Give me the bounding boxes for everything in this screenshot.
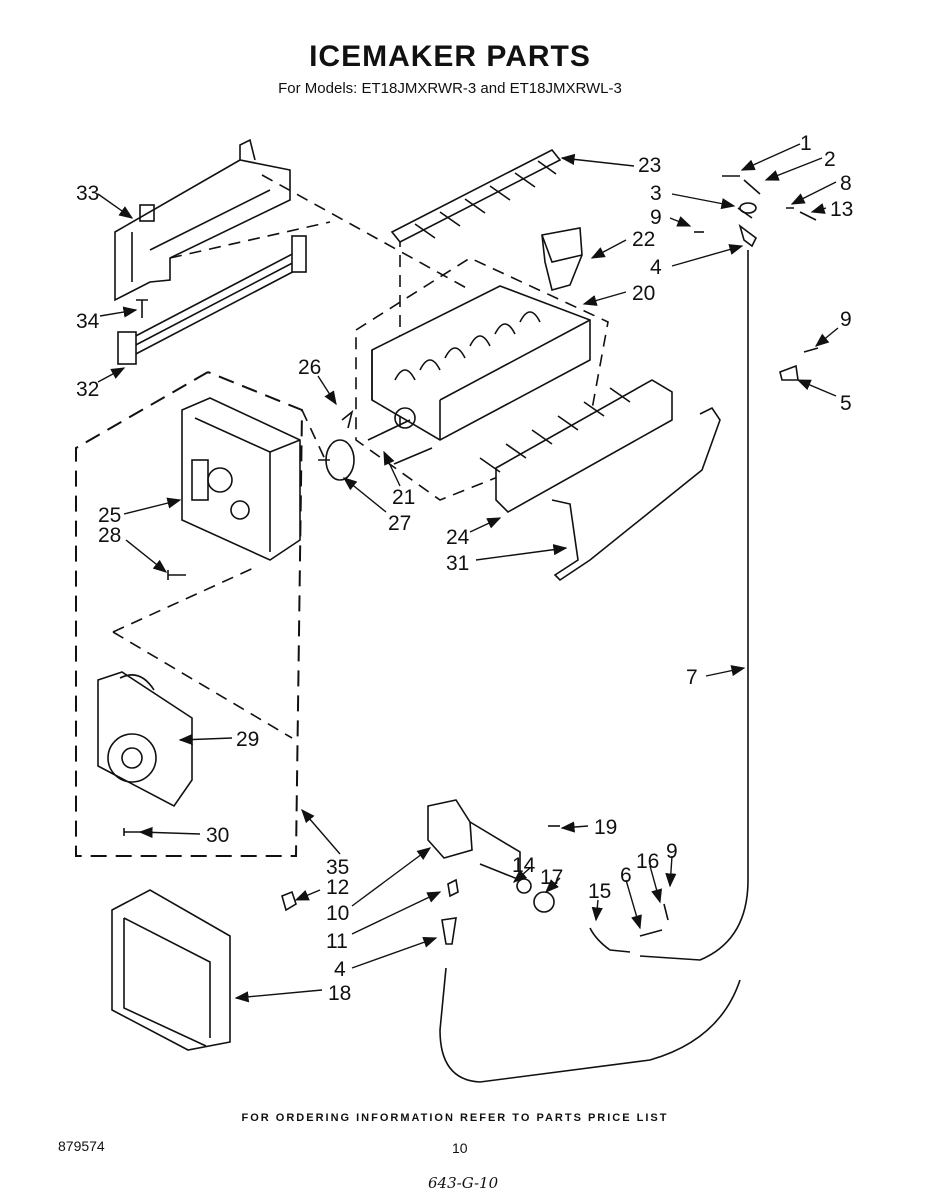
ejector-blade-part: [390, 148, 562, 244]
callout-22: 22: [632, 228, 655, 251]
callout-1: 1: [800, 132, 812, 155]
inlet-fittings-part: [694, 175, 817, 248]
callout-20: 20: [632, 282, 655, 305]
stripper-part: [479, 379, 673, 513]
callout-25: 25: [98, 504, 121, 527]
callout-6: 6: [620, 864, 632, 887]
callout-3: 3: [650, 182, 662, 205]
callout-9-bottom: 9: [666, 840, 678, 863]
inlet-tube-part: [439, 967, 741, 1083]
callout-8: 8: [840, 172, 852, 195]
fill-tube-part: [639, 250, 749, 961]
document-number: 879574: [58, 1138, 105, 1154]
callout-17: 17: [540, 866, 563, 889]
motor-screw-part: [123, 828, 140, 836]
callout-33: 33: [76, 182, 99, 205]
callout-28: 28: [98, 524, 121, 547]
callout-29: 29: [236, 728, 259, 751]
cover-panel-part: [111, 889, 231, 1051]
heater-part: [551, 406, 721, 582]
callout-14: 14: [512, 854, 536, 877]
callout-23: 23: [638, 154, 661, 177]
callout-4-top: 4: [650, 256, 662, 279]
callout-32: 32: [76, 378, 99, 401]
callout-30: 30: [206, 824, 229, 847]
callout-13: 13: [830, 198, 853, 221]
callout-7: 7: [686, 666, 698, 689]
mounting-bracket-part: [114, 138, 291, 302]
tube-clamp-part: [779, 364, 799, 381]
callout-27: 27: [388, 512, 411, 535]
callout-18: 18: [328, 982, 351, 1005]
callout-35: 35: [326, 856, 349, 879]
module-screw-part: [167, 570, 186, 580]
handwritten-note: 643-G-10: [428, 1174, 499, 1192]
callout-9-mid: 9: [840, 308, 852, 331]
page-number: 10: [452, 1140, 468, 1156]
callout-34: 34: [76, 310, 100, 333]
callout-19: 19: [594, 816, 617, 839]
wire-harness-part: [117, 235, 307, 365]
models-subtitle: For Models: ET18JMXRWR-3 and ET18JMXRWL-…: [278, 80, 622, 97]
callout-24: 24: [446, 526, 470, 549]
callout-5: 5: [840, 392, 852, 415]
callout-11: 11: [326, 930, 348, 953]
fill-chute-part: [541, 227, 583, 291]
page-title: ICEMAKER PARTS: [309, 40, 591, 73]
callout-4-bottom: 4: [334, 958, 346, 981]
callout-31: 31: [446, 552, 469, 575]
callout-21: 21: [392, 486, 415, 509]
ordering-note: FOR ORDERING INFORMATION REFER TO PARTS …: [241, 1112, 669, 1124]
water-valve-part: [281, 799, 669, 953]
thermostat-part: [318, 409, 433, 481]
control-module-part: [181, 397, 301, 561]
callout-15: 15: [588, 880, 611, 903]
callout-10: 10: [326, 902, 349, 925]
callout-2: 2: [824, 148, 836, 171]
callout-12: 12: [326, 876, 349, 899]
callout-26: 26: [298, 356, 321, 379]
module-group-outline: [75, 371, 304, 857]
callout-9-top: 9: [650, 206, 662, 229]
callout-16: 16: [636, 850, 659, 873]
bracket-screw-part: [136, 299, 148, 318]
drive-motor-part: [97, 671, 193, 808]
